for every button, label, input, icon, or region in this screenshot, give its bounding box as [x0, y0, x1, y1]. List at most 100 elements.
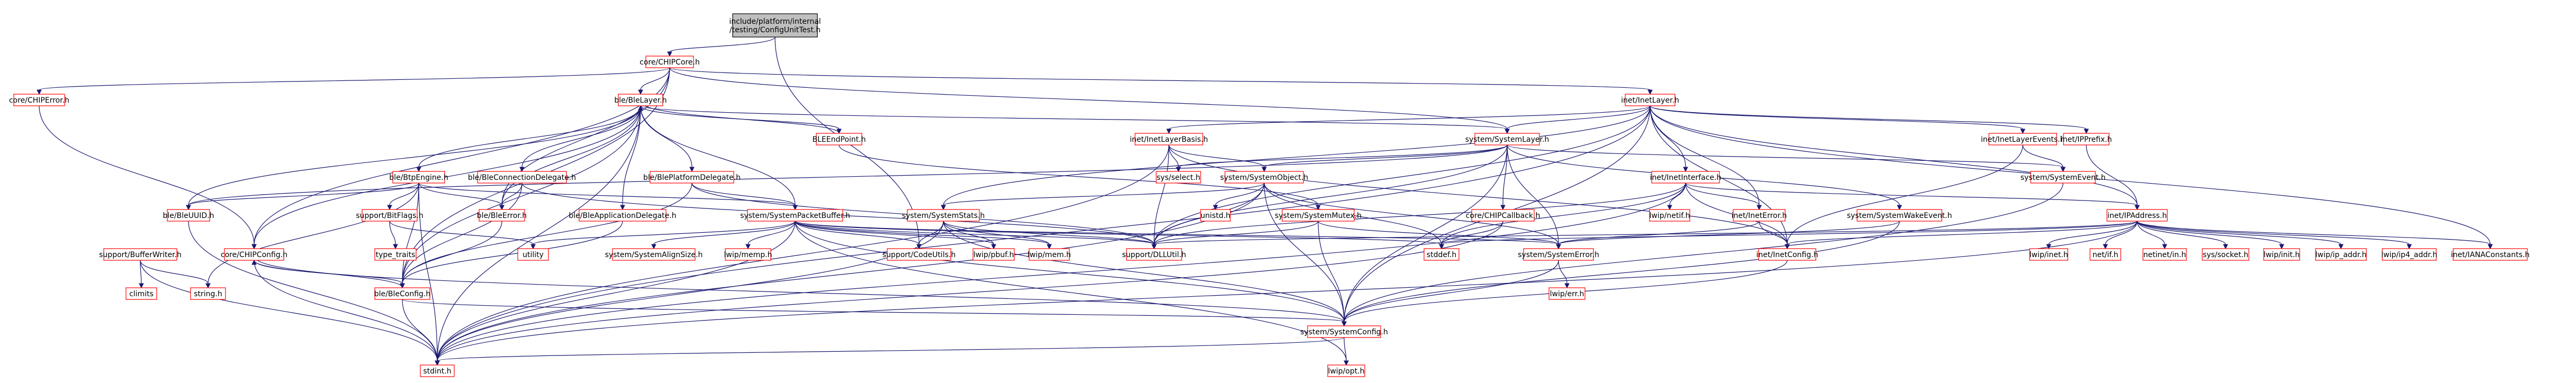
- edge-line: [140, 260, 438, 361]
- edge-arrowhead: [620, 205, 625, 211]
- node-utility[interactable]: utility: [517, 248, 549, 261]
- node-box: [1471, 209, 1535, 222]
- node-systemconfig[interactable]: system/SystemConfig.h: [1300, 325, 1388, 338]
- node-lwiperr[interactable]: lwip/err.h: [1548, 287, 1586, 300]
- node-syssocket[interactable]: sys/socket.h: [2202, 248, 2249, 261]
- node-bleconnectiondelegate[interactable]: ble/BleConnectionDelegate.h: [468, 171, 576, 184]
- node-ineterror[interactable]: inet/InetError.h: [1732, 209, 1787, 222]
- node-lwipipaddr[interactable]: lwip/ip_addr.h: [2315, 248, 2367, 261]
- edge-line: [402, 183, 419, 284]
- node-label: net/if.h: [2093, 251, 2119, 259]
- edge-line: [521, 105, 641, 168]
- node-climits[interactable]: climits: [125, 287, 157, 300]
- node-label: type_traits: [376, 251, 416, 259]
- node-lwipmem[interactable]: lwip/mem.h: [1028, 248, 1071, 261]
- node-systemobject[interactable]: system/SystemObject.h: [1220, 171, 1308, 184]
- node-bleplatformdelegate[interactable]: ble/BlePlatformDelegate.h: [643, 171, 741, 184]
- node-lwippbuf[interactable]: lwip/pbuf.h: [972, 248, 1015, 261]
- edge-line: [418, 183, 502, 206]
- node-root[interactable]: include/platform/internal/testing/Config…: [729, 13, 821, 38]
- node-bleendpoint[interactable]: BLEEndPoint.h: [813, 133, 866, 145]
- edge-ipaddress-to-dlluitil: [1151, 221, 2138, 250]
- node-btpengine[interactable]: ble/BtpEngine.h: [389, 171, 448, 184]
- node-inetlayerevents[interactable]: inet/InetLayerEvents.h: [1981, 133, 2065, 145]
- node-stringh[interactable]: string.h: [190, 287, 226, 300]
- edge-systemobject-to-systemstats: [941, 183, 1265, 211]
- node-ipprefix[interactable]: inet/IPPrefix.h: [2061, 133, 2112, 145]
- node-lwipinit[interactable]: lwip/init.h: [2263, 248, 2300, 261]
- edge-inetinterface-to-ipaddress: [1685, 183, 2140, 211]
- node-stdint[interactable]: stdint.h: [420, 364, 455, 377]
- node-bufferwriter[interactable]: support/BufferWriter.h: [99, 248, 182, 261]
- edge-systemlayer-to-sysselect: [1176, 144, 1508, 172]
- edge-systemstats-to-stdint: [435, 221, 944, 366]
- node-systemevent[interactable]: system/SystemEvent.h: [2021, 171, 2106, 184]
- node-unistd[interactable]: unistd.h: [1200, 209, 1231, 222]
- node-systemerror[interactable]: system/SystemError.h: [1518, 248, 1599, 261]
- node-packetbuffer[interactable]: system/SystemPacketBuffer.h: [740, 209, 850, 222]
- node-label: inet/IANAConstants.h: [2451, 251, 2530, 259]
- edge-line: [795, 221, 1345, 322]
- node-bitflags[interactable]: support/BitFlags.h: [356, 209, 424, 222]
- node-dlluitil[interactable]: support/DLLUtil.h: [1122, 248, 1186, 261]
- edge-line: [1650, 105, 2087, 130]
- edge-line: [795, 221, 1559, 245]
- node-netif[interactable]: net/if.h: [2089, 248, 2121, 261]
- node-label: ble/BtpEngine.h: [389, 174, 448, 182]
- node-chipcallback[interactable]: core/CHIPCallback.h: [1466, 209, 1541, 222]
- node-netinetin[interactable]: netinet/in.h: [2142, 248, 2187, 261]
- node-bleerror[interactable]: ble/BleError.h: [477, 209, 527, 222]
- node-blelayer[interactable]: ble/BleLayer.h: [614, 94, 667, 106]
- node-systemstats[interactable]: system/SystemStats.h: [902, 209, 985, 222]
- edge-systemstats-to-lwipmem: [943, 221, 1052, 250]
- edge-ipaddress-to-lwipip4addr: [2137, 221, 2412, 250]
- node-lwipmemp[interactable]: lwip/memp.h: [724, 248, 772, 261]
- edge-line: [943, 221, 1050, 245]
- edge-arrowhead: [205, 283, 211, 289]
- edge-chiperror-to-chipconfig: [39, 105, 257, 250]
- node-ipaddress[interactable]: inet/IPAddress.h: [2106, 209, 2168, 222]
- node-lwipinet[interactable]: lwip/inet.h: [2029, 248, 2068, 261]
- edge-arrowhead: [836, 129, 842, 134]
- node-inetlayer[interactable]: inet/InetLayer.h: [1621, 94, 1679, 106]
- edge-arrowhead: [519, 167, 525, 172]
- edge-systemconfig-to-stdint: [435, 337, 1345, 366]
- node-label: system/SystemWakeEvent.h: [1847, 212, 1952, 220]
- edge-inetlayer-to-ipprefix: [1650, 105, 2089, 134]
- node-stddef[interactable]: stddef.h: [1424, 248, 1460, 261]
- node-systemalignsize[interactable]: system/SystemAlignSize.h: [605, 248, 703, 261]
- node-codeutils[interactable]: support/CodeUtils.h: [882, 248, 956, 261]
- edge-line: [501, 183, 523, 206]
- node-label: support/BitFlags.h: [356, 212, 423, 220]
- edge-line: [402, 183, 692, 284]
- edge-bleconfig-to-chipconfig: [251, 256, 403, 288]
- edge-line: [943, 183, 1265, 206]
- edge-arrowhead: [1505, 129, 1510, 134]
- node-inetconfig[interactable]: inet/InetConfig.h: [1757, 248, 1818, 261]
- node-bleconfig[interactable]: ble/BleConfig.h: [374, 287, 430, 300]
- edge-line: [795, 221, 1347, 361]
- node-lwipip4addr[interactable]: lwip/ip4_addr.h: [2381, 248, 2437, 261]
- edge-arrowhead: [1667, 205, 1672, 211]
- node-bleappdelegate[interactable]: ble/BleApplicationDelegate.h: [569, 209, 677, 222]
- node-inetlayerbasis[interactable]: inet/InetLayerBasis.h: [1130, 133, 1208, 145]
- node-chipconfig[interactable]: core/CHIPConfig.h: [221, 248, 287, 261]
- node-chiperror[interactable]: core/CHIPError.h: [9, 94, 69, 106]
- node-label: inet/IPPrefix.h: [2061, 135, 2112, 144]
- edge-systemstats-to-lwippbuf: [943, 221, 996, 250]
- node-systemmutex[interactable]: system/SystemMutex.h: [1275, 209, 1362, 222]
- edge-line: [254, 105, 641, 245]
- node-sysselect[interactable]: sys/select.h: [1156, 171, 1201, 184]
- node-lwipnetif[interactable]: lwip/netif.h: [1649, 209, 1690, 222]
- edge-ipaddress-to-lwipinet: [2046, 221, 2138, 250]
- node-lwipopt[interactable]: lwip/opt.h: [1327, 364, 1365, 377]
- node-inetinterface[interactable]: inet/InetInterface.h: [1650, 171, 1722, 184]
- edge-line: [1650, 105, 2138, 206]
- node-typetraits[interactable]: type_traits: [374, 248, 417, 261]
- node-ianaconstants[interactable]: inet/IANAConstants.h: [2451, 248, 2530, 261]
- node-bleuuid[interactable]: ble/BleUUID.h: [163, 209, 214, 222]
- edge-systemconfig-to-lwipopt: [1344, 337, 1349, 366]
- node-systemwakeevent[interactable]: system/SystemWakeEvent.h: [1847, 209, 1952, 222]
- node-chipcore[interactable]: core/CHIPCore.h: [640, 56, 700, 68]
- node-systemlayer[interactable]: system/SystemLayer.h: [1465, 133, 1550, 145]
